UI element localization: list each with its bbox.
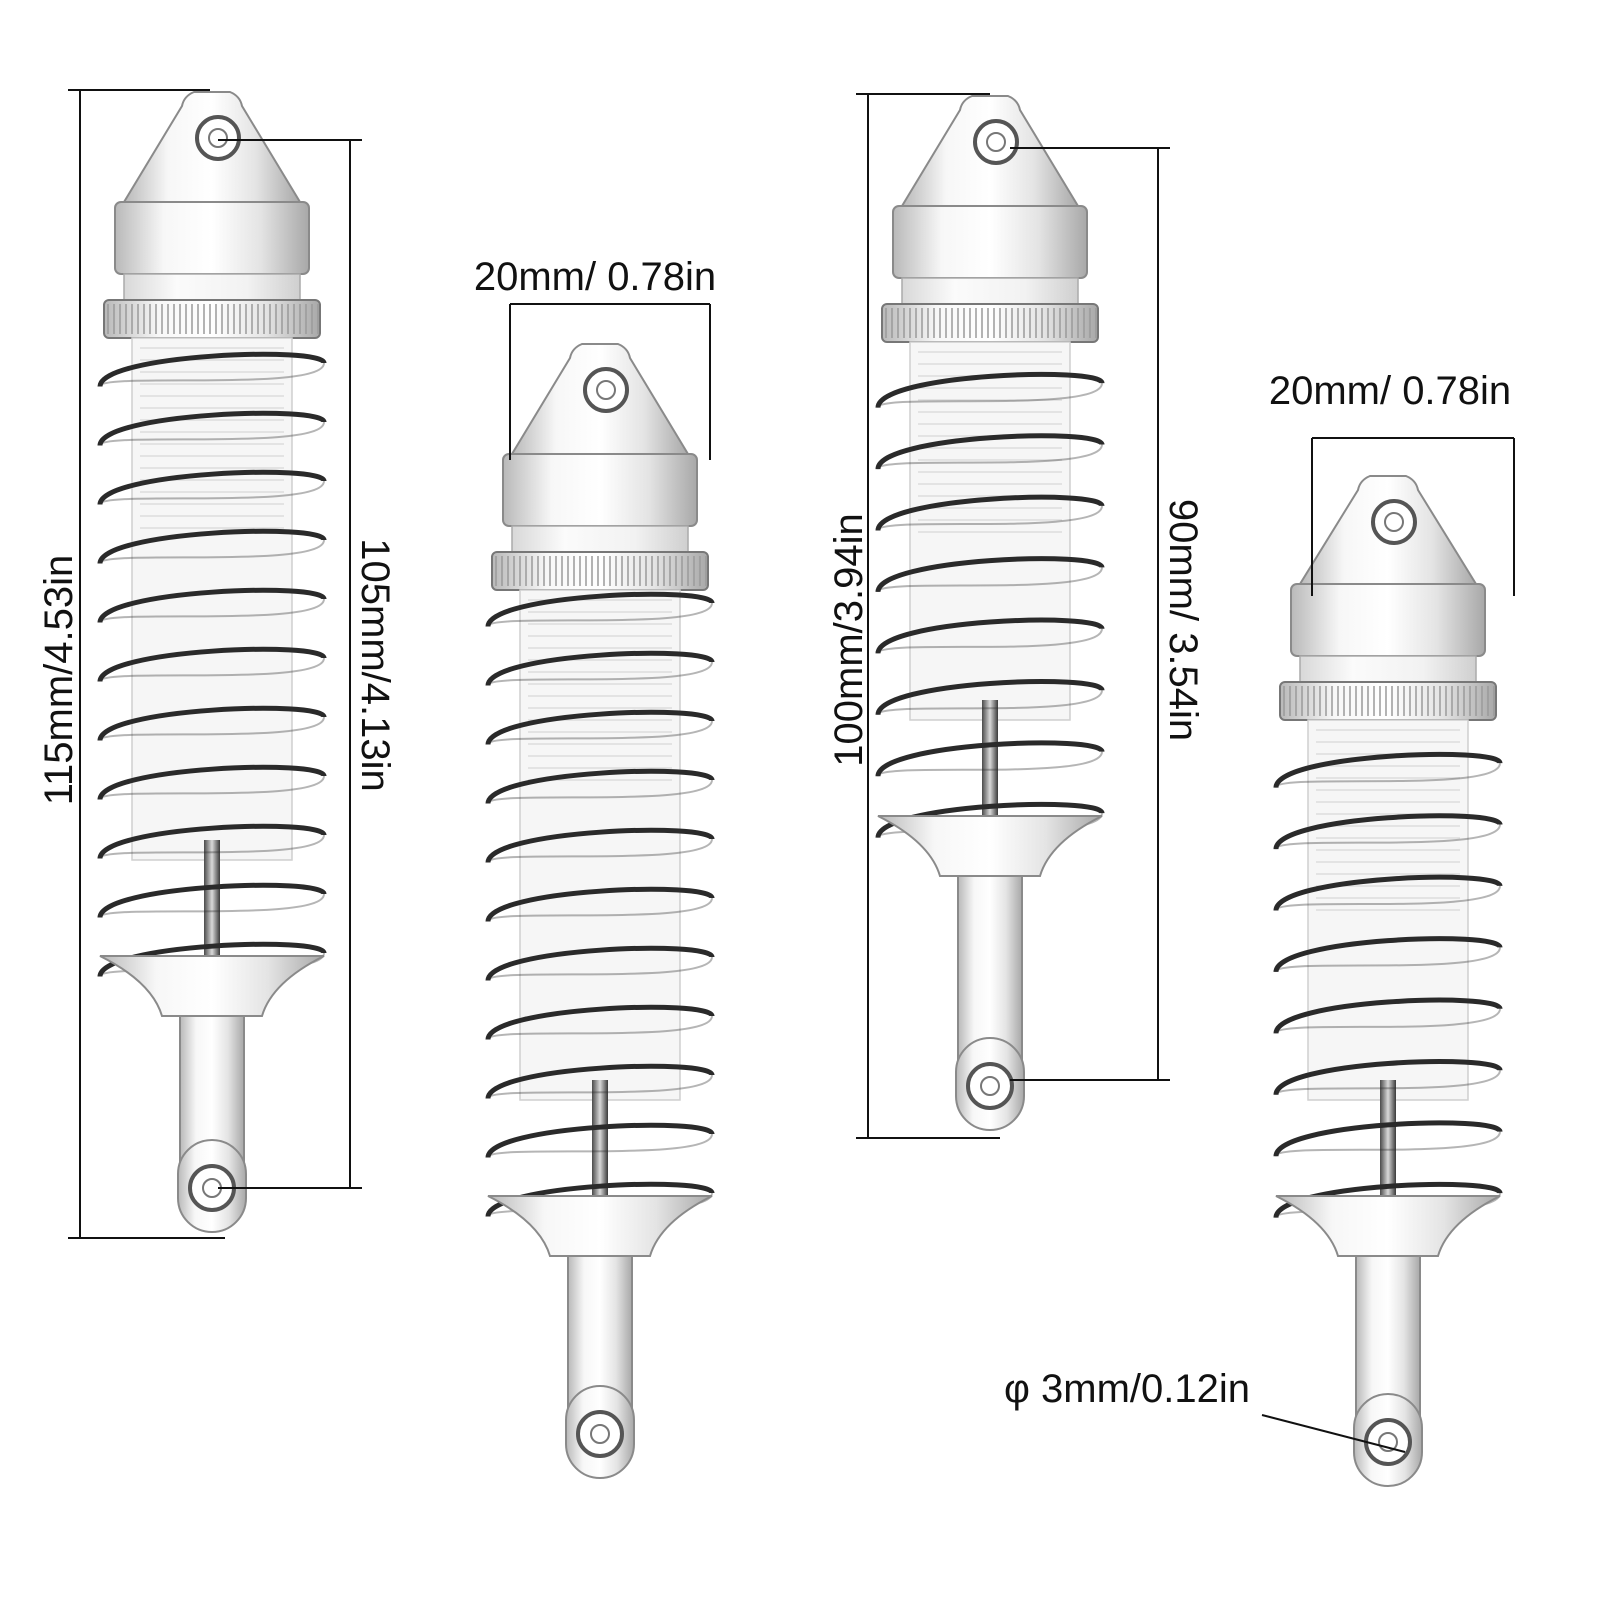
spring-coil <box>485 886 715 923</box>
spring-coil <box>97 823 327 860</box>
spring-coil <box>875 617 1105 655</box>
spring-coil <box>1273 1059 1503 1096</box>
hole-diameter-leader <box>1261 1414 1406 1453</box>
lower-spring-cup <box>99 955 325 1017</box>
spring-coil <box>97 528 327 565</box>
piston-shaft <box>1380 1080 1396 1210</box>
spring-coil <box>1273 1120 1503 1158</box>
spring-coil <box>485 827 715 864</box>
damper-body <box>519 589 681 1101</box>
upper-cylinder <box>502 453 698 527</box>
shock-3 <box>875 95 1105 1131</box>
shock3-overall-label: 100mm/3.94in <box>827 513 871 766</box>
spring-coil <box>485 650 715 687</box>
spring-coil <box>97 764 327 801</box>
shock1-overall-label: 115mm/4.53in <box>37 555 81 806</box>
upper-cylinder <box>892 205 1088 279</box>
spring-coil <box>97 410 327 447</box>
shock-4 <box>1273 475 1503 1487</box>
spring-coil <box>485 1122 715 1159</box>
upper-cylinder <box>1290 583 1486 657</box>
shock-1 <box>97 91 327 1233</box>
spring-coil <box>97 351 327 388</box>
spring-coil <box>97 941 327 978</box>
shock4-width-dimension <box>1311 437 1515 596</box>
shock-2 <box>485 343 715 1479</box>
spring-coil <box>1273 936 1503 973</box>
spring-coil <box>485 768 715 805</box>
spring-coil <box>97 469 327 506</box>
spring-coil <box>875 371 1105 409</box>
piston-shaft <box>592 1080 608 1210</box>
lower-spring-cup <box>487 1195 713 1257</box>
shock2-width-dimension <box>509 303 711 460</box>
spring-coil <box>1273 751 1503 789</box>
shock1-eyelet-dimension <box>218 139 362 1189</box>
spring-coil <box>485 709 715 746</box>
spring-coil <box>485 591 715 628</box>
spring-coil <box>875 801 1105 839</box>
lower-spring-cup <box>1275 1195 1501 1257</box>
spring-coil <box>1273 1181 1503 1219</box>
shock3-eyelet-dimension <box>1010 147 1170 1081</box>
spring-coil <box>875 494 1105 532</box>
spring-coil <box>97 882 327 919</box>
spring-coil <box>97 646 327 683</box>
spring-coil <box>97 587 327 624</box>
upper-cylinder <box>114 201 310 275</box>
shock3-eyelet-label: 90mm/ 3.54in <box>1161 499 1205 741</box>
shock3-overall-dimension <box>856 93 1000 1139</box>
spring-coil <box>875 740 1105 778</box>
shock1-eyelet-label: 105mm/4.13in <box>353 538 397 791</box>
piston-shaft <box>204 840 220 970</box>
spring-coil <box>875 679 1105 716</box>
hole-diameter-label: φ 3mm/0.12in <box>1004 1367 1250 1411</box>
piston-shaft <box>982 700 998 830</box>
shock2-width-label: 20mm/ 0.78in <box>474 255 716 299</box>
spring-coil <box>485 1063 715 1100</box>
spring-coil <box>875 556 1105 593</box>
spring-coil <box>1273 813 1503 850</box>
spring-coil <box>485 945 715 982</box>
shock4-width-label: 20mm/ 0.78in <box>1269 369 1511 413</box>
spring-coil <box>485 1181 715 1218</box>
shock1-overall-dimension <box>68 89 225 1239</box>
spring-coil <box>1273 997 1503 1035</box>
spring-coil <box>485 1004 715 1041</box>
damper-body <box>909 341 1071 721</box>
spring-coil <box>97 705 327 742</box>
lower-spring-cup <box>877 815 1103 877</box>
spring-coil <box>1273 874 1503 912</box>
spring-coil <box>875 433 1105 470</box>
